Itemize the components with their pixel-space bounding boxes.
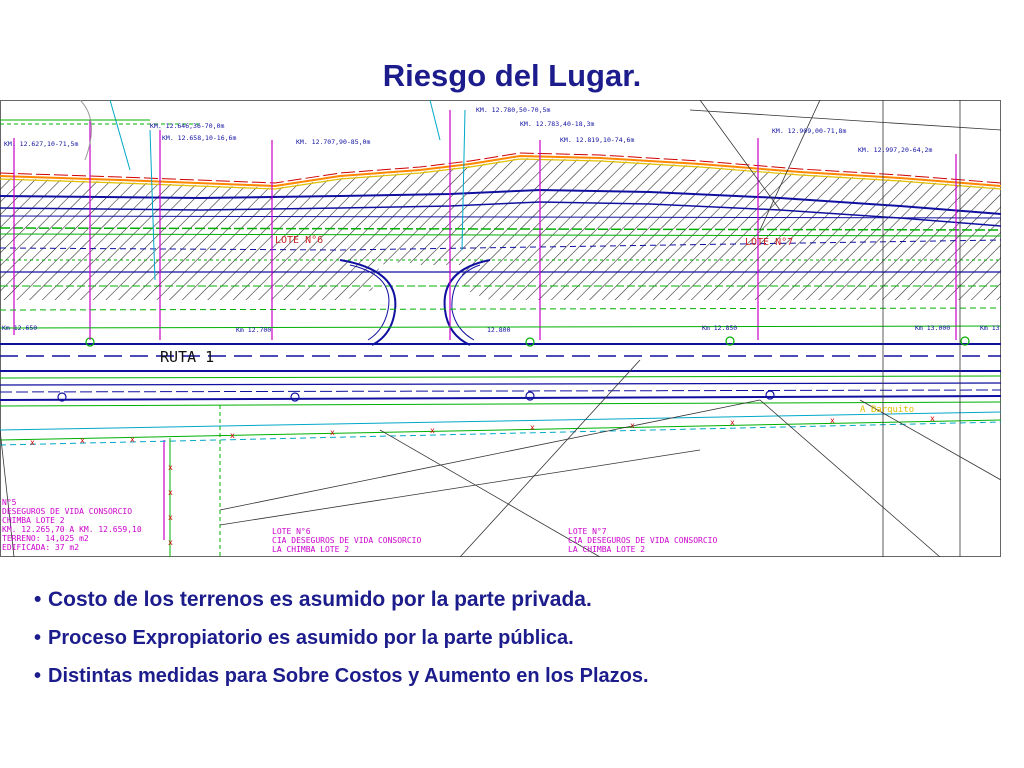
orange-boundary (0, 154, 1001, 188)
km-road-label: 12.800 (487, 326, 511, 334)
svg-text:x: x (230, 431, 235, 440)
lot7-text: LOTE N°7 (568, 527, 607, 536)
km-top-label: KM. 12.658,10-16,6m (162, 134, 236, 142)
slide-title: Riesgo del Lugar. (382, 58, 642, 93)
bullet-dot: • (34, 588, 42, 611)
lot7-text: CIA DESEGUROS DE VIDA CONSORCIO (568, 536, 717, 545)
lot6-top-label: LOTE N°6 (275, 235, 323, 246)
svg-text:x: x (168, 513, 173, 522)
lot7-text: LA CHIMBA LOTE 2 (568, 545, 645, 554)
bullet-text: Proceso Expropiatorio es asumido por la … (48, 627, 574, 649)
km-top-label: KM. 12.909,00-71,8m (772, 127, 846, 135)
lot6-text: CIA DESEGUROS DE VIDA CONSORCIO (272, 536, 421, 545)
svg-text:x: x (530, 423, 535, 432)
bullet-item: • Distintas medidas para Sobre Costos y A… (34, 666, 649, 686)
bullet-item: • Costo de los terrenos es asumido por la… (34, 588, 649, 611)
bullet-list: • Costo de los terrenos es asumido por la… (34, 588, 649, 704)
km-road-label: Km 12.650 (2, 324, 37, 332)
lot6-text: LOTE N°6 (272, 527, 311, 536)
km-top-label: KM. 12.783,40-18,3m (520, 120, 594, 128)
bullet-item: • Proceso Expropiatorio es asumido por la… (34, 628, 649, 648)
svg-text:x: x (630, 421, 635, 430)
bullet-text: Distintas medidas para Sobre Costos y Au… (48, 665, 649, 687)
km-top-label: KM. 12.819,10-74,6m (560, 136, 634, 144)
svg-text:x: x (930, 414, 935, 423)
km-top-label: KM. 12.780,50-70,5m (476, 106, 550, 114)
km-road-label: Km 13.000 (915, 324, 950, 332)
lot5-text: N°5 (2, 498, 17, 507)
barquito-label: A Barquito (860, 405, 914, 415)
bullet-dot: • (34, 627, 42, 649)
km-top-label: KM. 12.997,20-64,2m (858, 146, 932, 154)
lot5-text: TERRENO: 14,025 m2 (2, 534, 89, 543)
svg-text:x: x (168, 538, 173, 547)
svg-text:x: x (80, 436, 85, 445)
km-road-label: Km 12.850 (702, 324, 737, 332)
bullet-dot: • (34, 665, 42, 687)
bullet-text: Costo de los terrenos es asumido por la … (48, 588, 592, 611)
site-plan-drawing: x x x x x x x x x x x x x x x RUTA 1 LOTE N°6 LOTE N°… (0, 100, 1001, 557)
svg-text:x: x (330, 428, 335, 437)
km-top-label: KM. 12.707,90-85,0m (296, 138, 370, 146)
km-road-label: Km 13.00 (980, 324, 1001, 332)
lot6-text: LA CHIMBA LOTE 2 (272, 545, 349, 554)
svg-text:x: x (130, 435, 135, 444)
lot5-text: KM. 12.265,70 A KM. 12.659,10 (2, 525, 142, 534)
km-top-label: KM. 12.627,10-71,5m (4, 140, 78, 148)
lot5-text: DESEGUROS DE VIDA CONSORCIO (2, 507, 132, 516)
km-top-label: KM. 12.646,36-70,0m (150, 122, 224, 130)
lot7-top-label: LOTE N°7 (745, 237, 793, 248)
route-label: RUTA 1 (160, 348, 214, 366)
svg-text:x: x (168, 463, 173, 472)
km-road-label: Km 12.700 (236, 326, 271, 334)
svg-text:x: x (30, 438, 35, 447)
svg-text:x: x (830, 416, 835, 425)
lot5-text: CHIMBA LOTE 2 (2, 516, 65, 525)
lot5-text: EDIFICADA: 37 m2 (2, 543, 79, 552)
svg-text:x: x (730, 418, 735, 427)
svg-text:x: x (430, 426, 435, 435)
svg-text:x: x (168, 488, 173, 497)
